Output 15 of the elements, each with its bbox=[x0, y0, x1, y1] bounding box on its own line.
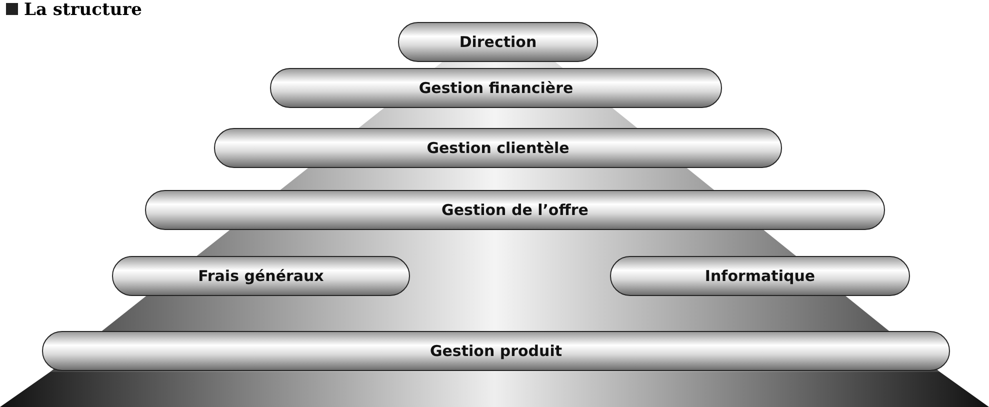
band-label: Gestion financière bbox=[418, 79, 574, 97]
level-band bbox=[214, 128, 782, 168]
title-text: La structure bbox=[24, 0, 142, 20]
level-band bbox=[42, 331, 950, 371]
level-band bbox=[398, 22, 598, 62]
level-band bbox=[112, 256, 410, 296]
band-label: Informatique bbox=[704, 267, 816, 285]
level-band bbox=[610, 256, 910, 296]
band-label: Gestion de l’offre bbox=[442, 201, 588, 219]
level-band bbox=[145, 190, 885, 230]
band-label: Frais généraux bbox=[198, 267, 324, 285]
level-band bbox=[270, 68, 722, 108]
band-label: Gestion produit bbox=[430, 342, 562, 360]
band-label: Gestion clientèle bbox=[426, 139, 570, 157]
band-label: Direction bbox=[459, 33, 537, 51]
